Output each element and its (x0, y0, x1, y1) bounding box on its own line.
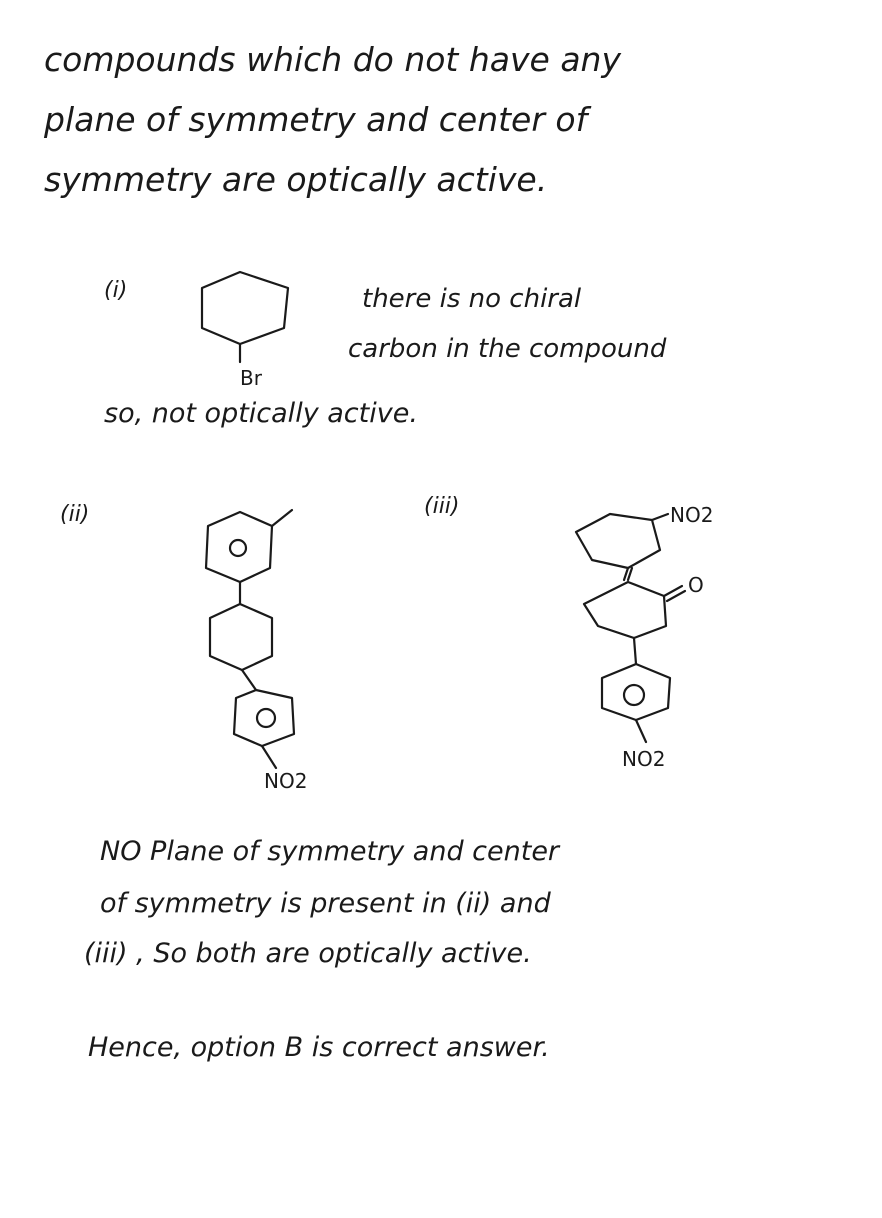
part-i-result: so, not optically active. (104, 398, 418, 429)
no2-label-ii: NO2 (264, 769, 307, 793)
benzene-ring-bottom-ii (232, 688, 296, 748)
intro-line-1: compounds which do not have any (44, 40, 621, 79)
part-i-note-line-2: carbon in the compound (348, 334, 667, 364)
conclusion-line-1: NO Plane of symmetry and center (100, 836, 560, 867)
br-label: Br (240, 366, 263, 390)
part-i-label: (i) (104, 278, 128, 303)
carbonyl-bond-a (662, 584, 684, 598)
part-ii-label: (ii) (60, 502, 90, 527)
conclusion-line-3: (iii) , So both are optically active. (84, 938, 532, 969)
intro-line-2: plane of symmetry and center of (44, 100, 588, 139)
aromatic-circle-iii (622, 683, 646, 707)
c-no2-bond-top (650, 512, 670, 522)
cyclohexane-ring-top-iii (574, 512, 662, 570)
cyclohexanone-ring-iii (582, 580, 668, 640)
structure-ii (204, 508, 296, 770)
aromatic-circle-top-ii (228, 538, 248, 558)
structure-iii (574, 512, 687, 744)
aromatic-circle-bottom-ii (255, 707, 277, 729)
cyclohexane-ring-ii (208, 602, 274, 672)
intro-line-3: symmetry are optically active. (44, 160, 548, 199)
conclusion-line-2: of symmetry is present in (ii) and (100, 888, 551, 919)
no2-label-iii-bottom: NO2 (622, 747, 665, 771)
methyl-bond (270, 508, 294, 528)
conclusion-line-4: Hence, option B is correct answer. (88, 1032, 550, 1063)
no2-label-iii-top: NO2 (670, 503, 713, 527)
benzene-ring-top-ii (204, 510, 274, 584)
part-iii-label: (iii) (424, 494, 460, 519)
part-i-note-line-1: there is no chiral (362, 284, 582, 314)
carbonyl-bond-b (665, 589, 687, 603)
carbonyl-o-label: O (688, 573, 704, 597)
cyclohexane-ring-i (200, 270, 290, 364)
benzene-ring-iii (600, 662, 672, 722)
